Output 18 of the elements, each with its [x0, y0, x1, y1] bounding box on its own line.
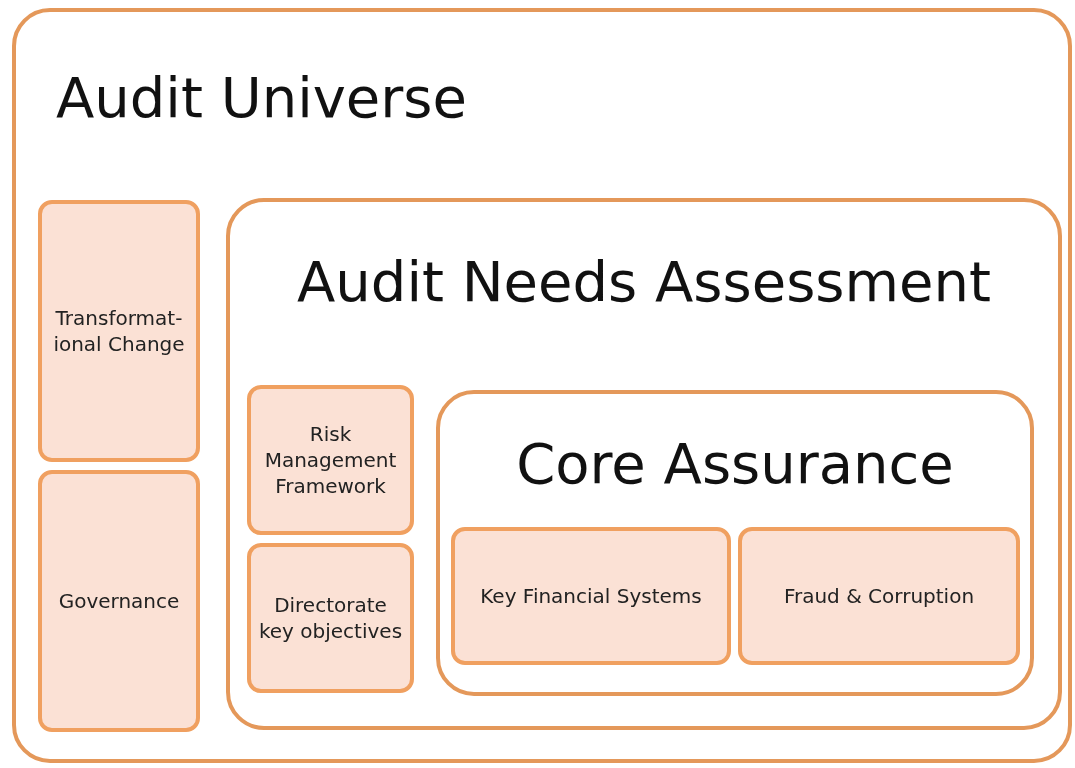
- container-box: [12, 8, 1072, 763]
- box-label: Transformat-ional Change: [52, 305, 186, 357]
- group-title: Audit Needs Assessment: [296, 254, 992, 310]
- category-box: [38, 200, 200, 462]
- group-title: Core Assurance: [515, 436, 955, 492]
- group-title: Audit Universe: [56, 70, 467, 126]
- category-box: [738, 527, 1020, 665]
- category-box: [451, 527, 731, 665]
- box-label: Governance: [58, 588, 180, 614]
- category-box: [247, 543, 414, 693]
- box-label: Fraud & Corruption: [783, 583, 975, 609]
- box-label: Key Financial Systems: [480, 583, 702, 609]
- category-box: [38, 470, 200, 732]
- box-label: Directorate key objectives: [257, 592, 404, 644]
- container-box: [436, 390, 1034, 696]
- box-label: Risk Management Framework: [263, 421, 398, 499]
- container-box: [226, 198, 1062, 730]
- category-box: [247, 385, 414, 535]
